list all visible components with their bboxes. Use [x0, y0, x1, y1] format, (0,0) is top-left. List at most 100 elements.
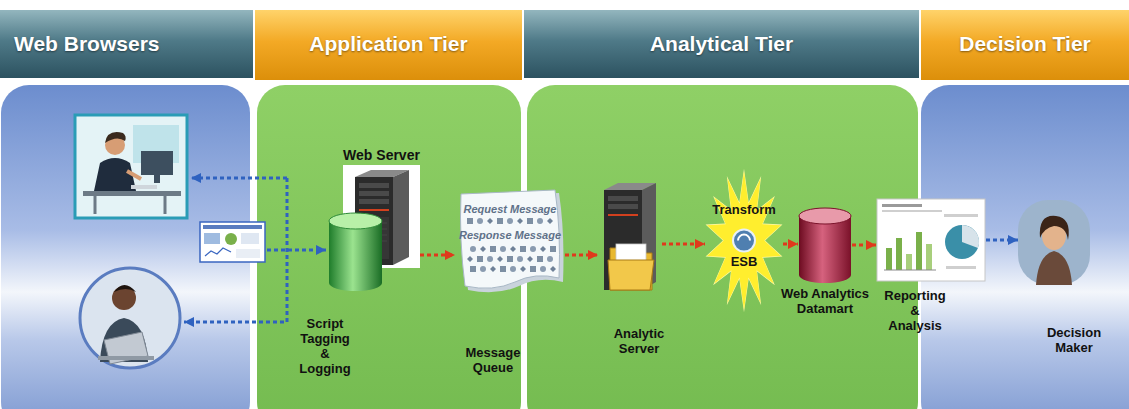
dashboard-thumbnail	[200, 222, 265, 262]
message-document-shape	[520, 246, 526, 252]
decision-maker-photo-shape	[1036, 251, 1072, 285]
message-document-shape	[470, 266, 476, 272]
esb-starburst: TransformESB	[705, 172, 783, 312]
laptop-user-picture	[80, 268, 180, 368]
shape-text: Response Message	[459, 228, 561, 243]
browser-return-arrows	[191, 177, 287, 180]
message-document-shape	[500, 266, 506, 272]
desk-user-picture	[75, 115, 187, 218]
tier-column: Web Browsers	[0, 0, 253, 409]
tier-panels	[1, 85, 1129, 409]
flow-arrow	[420, 254, 455, 257]
report-sheet-shape	[876, 198, 986, 282]
report-sheet-shape	[896, 238, 902, 270]
message-document-shape	[507, 218, 513, 224]
desk-user-picture	[131, 185, 157, 189]
component-label: Web Analytics Datamart	[771, 286, 879, 316]
message-document-shape	[530, 246, 536, 252]
message-document-shape	[490, 246, 496, 252]
browser-return-arrows	[184, 178, 287, 322]
message-document-shape	[497, 218, 503, 224]
message-document-shape	[540, 246, 546, 252]
tier-heading: Analytical Tier	[524, 10, 919, 78]
desk-user-picture	[141, 151, 173, 175]
datamart-cylinder-shape	[798, 208, 852, 284]
message-document-shape	[537, 256, 543, 262]
message-document-shape	[480, 266, 486, 272]
message-document-shape	[467, 218, 473, 224]
report-sheet-shape	[944, 214, 978, 217]
report-sheet: Reporting & Analysis	[876, 198, 986, 282]
dashboard-thumbnail	[241, 233, 259, 244]
database-cylinder: Script Tagging & Logging	[328, 213, 383, 292]
component-label: Message Queue	[458, 345, 528, 375]
datamart-cylinder: Web Analytics Datamart	[798, 208, 852, 284]
database-cylinder-shape	[329, 221, 382, 291]
flow-arrow	[783, 243, 798, 246]
dashboard-thumbnail	[203, 225, 262, 229]
dashboard-thumbnail	[236, 249, 260, 258]
message-document-shape	[500, 246, 506, 252]
tier-bands	[0, 10, 253, 78]
message-document-shape	[520, 266, 526, 272]
analytic-server-shape	[608, 196, 638, 201]
message-document-shape	[497, 256, 503, 262]
report-sheet-shape	[916, 232, 922, 270]
message-document-shape	[550, 246, 556, 252]
tier-bands	[0, 10, 1129, 80]
message-document-shape	[510, 246, 516, 252]
analytic-server-shape	[608, 204, 638, 209]
desk-user-picture	[127, 171, 141, 179]
component-label: Reporting & Analysis	[883, 288, 947, 333]
flow-arrow	[565, 254, 598, 257]
dashboard-thumbnail	[205, 248, 231, 256]
datamart-cylinder-shape	[799, 208, 851, 224]
laptop-user-picture	[112, 286, 136, 310]
report-sheet-shape	[906, 254, 912, 270]
message-document-shape	[470, 246, 476, 252]
component-label: Decision Maker	[1038, 325, 1110, 355]
esb-starburst-shape	[707, 172, 781, 310]
message-document-shape	[517, 256, 523, 262]
component-label: Analytic Server	[606, 326, 672, 356]
desk-user-picture	[95, 196, 165, 214]
flow-arrow	[986, 239, 1018, 242]
analytic-server-shape	[608, 214, 638, 216]
tier-heading: Web Browsers	[0, 10, 253, 78]
decision-maker-photo-shape	[1018, 200, 1090, 285]
dashboard-thumbnail	[225, 233, 237, 245]
message-document-shape	[527, 218, 533, 224]
datamart-cylinder-shape	[799, 216, 851, 283]
message-document-shape	[537, 218, 543, 224]
report-sheet-shape	[886, 248, 892, 270]
tier-panels	[527, 85, 918, 409]
report-sheet-shape	[926, 244, 932, 270]
message-document-shape	[490, 266, 496, 272]
message-document-shape	[477, 256, 483, 262]
message-document-shape	[507, 256, 513, 262]
tier-bands	[921, 10, 1129, 80]
browser-return-arrows	[184, 178, 326, 322]
shape-text: Request Message	[464, 202, 557, 217]
tier-bands	[524, 10, 919, 78]
desk-user-picture	[83, 191, 181, 196]
flow-arrow	[852, 244, 876, 247]
report-sheet-shape	[882, 210, 942, 212]
tier-column: Analytical TierAnalytic Server TransformE…	[524, 0, 919, 409]
dashboard-thumbnail	[200, 222, 265, 262]
message-document-shape	[547, 256, 553, 262]
esb-starburst-shape	[705, 172, 783, 312]
web-server-shape	[359, 209, 389, 211]
message-document-shape	[477, 218, 483, 224]
analytic-server-shape	[608, 260, 654, 290]
database-cylinder-shape	[329, 213, 382, 229]
analytic-server-shape	[598, 178, 662, 298]
flow-arrow	[662, 243, 705, 246]
message-document-shape	[550, 266, 556, 272]
decision-maker-photo: Decision Maker	[1018, 200, 1090, 285]
message-document-shape	[540, 266, 546, 272]
tier-bands	[255, 10, 522, 80]
laptop-user-picture	[114, 285, 136, 292]
message-document: Request MessageResponse MessageMessage Q…	[455, 188, 565, 292]
